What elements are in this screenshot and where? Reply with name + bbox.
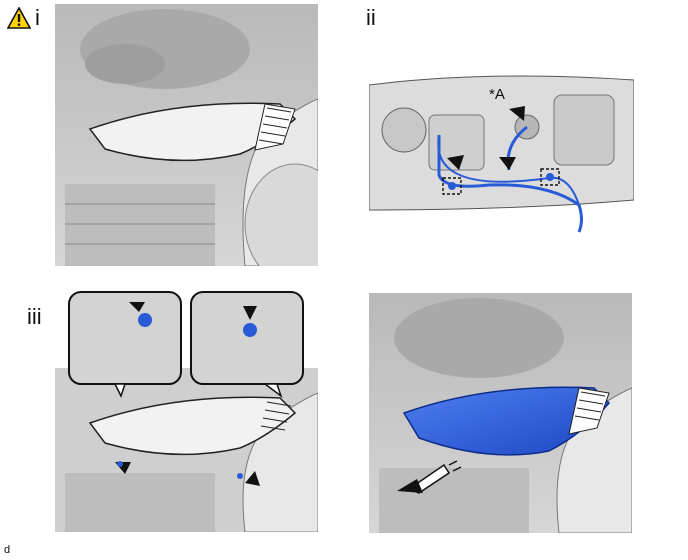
panel-ii-image	[369, 75, 634, 235]
step-label-i: i	[35, 5, 40, 30]
step-label-ii: ii	[366, 5, 376, 30]
panel-iv-image	[369, 293, 632, 533]
panel-iii-image	[55, 288, 318, 532]
step-label-iii: iii	[27, 304, 42, 329]
warning-icon	[7, 7, 31, 29]
panel-i-image	[55, 4, 318, 266]
callout-a: *A	[489, 86, 505, 103]
figure-code: d	[4, 544, 11, 556]
